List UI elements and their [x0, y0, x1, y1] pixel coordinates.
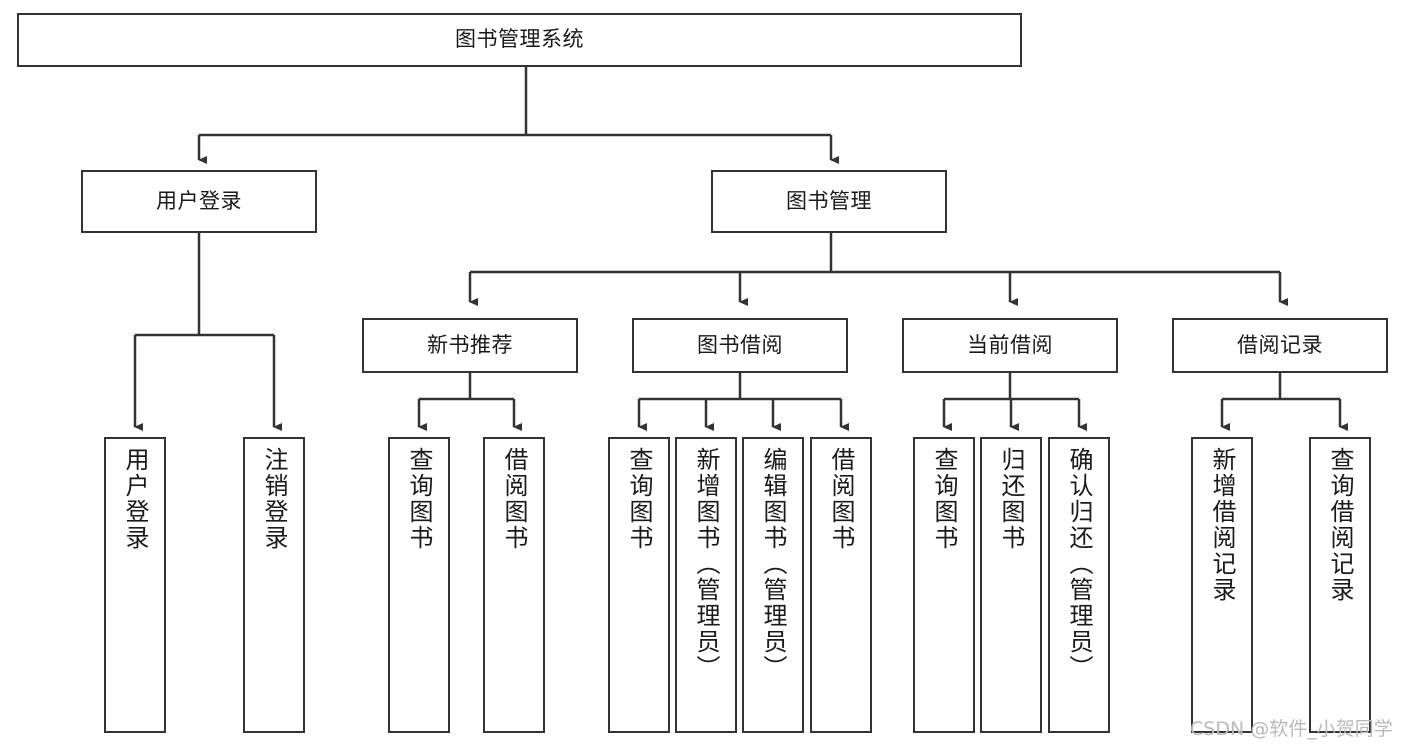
leaf-newbook-borrow-book[interactable]: 借阅图书 [483, 437, 545, 733]
leaf-newbook-query-book-label: 查询图书 [405, 447, 433, 551]
leaf-current-return-book-label: 归还图书 [997, 447, 1025, 551]
leaf-borrow-add-book[interactable]: 新增图书（管理员） [675, 437, 737, 733]
node-borrow-records-label: 借阅记录 [1237, 332, 1323, 357]
node-book-borrow-label: 图书借阅 [697, 332, 783, 357]
leaf-borrow-query-book-label: 查询图书 [625, 447, 653, 551]
leaf-current-confirm-return[interactable]: 确认归还（管理员） [1048, 437, 1110, 733]
node-current-borrow[interactable]: 当前借阅 [902, 318, 1118, 373]
leaf-current-confirm-return-label: 确认归还（管理员） [1065, 447, 1093, 681]
leaf-records-add-record-label: 新增借阅记录 [1208, 447, 1236, 603]
node-new-book-recommend[interactable]: 新书推荐 [362, 318, 578, 373]
node-book-management-label: 图书管理 [786, 188, 872, 213]
leaf-logout-label: 注销登录 [260, 447, 288, 551]
watermark: CSDN @软件_小贺同学 [1190, 718, 1393, 740]
leaf-newbook-query-book[interactable]: 查询图书 [388, 437, 450, 733]
node-root[interactable]: 图书管理系统 [17, 13, 1022, 67]
node-user-login-label: 用户登录 [156, 188, 242, 213]
leaf-logout[interactable]: 注销登录 [243, 437, 305, 733]
leaf-newbook-borrow-book-label: 借阅图书 [500, 447, 528, 551]
leaf-user-login[interactable]: 用户登录 [104, 437, 166, 733]
node-new-book-recommend-label: 新书推荐 [427, 332, 513, 357]
leaf-records-query-record[interactable]: 查询借阅记录 [1309, 437, 1371, 733]
node-book-borrow[interactable]: 图书借阅 [632, 318, 848, 373]
leaf-current-return-book[interactable]: 归还图书 [980, 437, 1042, 733]
leaf-borrow-query-book[interactable]: 查询图书 [608, 437, 670, 733]
node-user-login[interactable]: 用户登录 [81, 170, 317, 233]
node-borrow-records[interactable]: 借阅记录 [1172, 318, 1388, 373]
leaf-borrow-edit-book-label: 编辑图书（管理员） [759, 447, 787, 681]
leaf-user-login-label: 用户登录 [121, 447, 149, 551]
node-root-label: 图书管理系统 [455, 27, 584, 52]
leaf-records-add-record[interactable]: 新增借阅记录 [1191, 437, 1253, 733]
leaf-records-query-record-label: 查询借阅记录 [1326, 447, 1354, 603]
node-current-borrow-label: 当前借阅 [967, 332, 1053, 357]
leaf-borrow-add-book-label: 新增图书（管理员） [692, 447, 720, 681]
leaf-borrow-edit-book[interactable]: 编辑图书（管理员） [742, 437, 804, 733]
leaf-borrow-borrow-book[interactable]: 借阅图书 [810, 437, 872, 733]
leaf-borrow-borrow-book-label: 借阅图书 [827, 447, 855, 551]
leaf-current-query-book[interactable]: 查询图书 [913, 437, 975, 733]
leaf-current-query-book-label: 查询图书 [930, 447, 958, 551]
node-book-management[interactable]: 图书管理 [711, 170, 947, 233]
